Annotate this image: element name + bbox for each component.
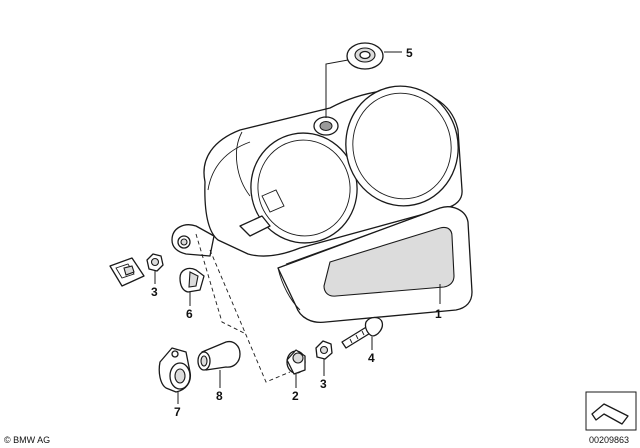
diagram-id-box <box>585 391 637 431</box>
callout-3-left: 3 <box>151 285 158 299</box>
nut-part-3-left <box>146 253 164 272</box>
copyright-text: © BMW AG <box>4 435 50 445</box>
callout-6: 6 <box>186 307 193 321</box>
callout-5: 5 <box>406 46 413 60</box>
callout-2: 2 <box>292 389 299 403</box>
callout-1: 1 <box>435 307 442 321</box>
arrow-icon <box>591 403 629 425</box>
bulb-part-2 <box>286 349 306 375</box>
callout-7: 7 <box>174 405 181 419</box>
screw-part-4 <box>341 316 384 349</box>
clip-plate <box>109 257 145 287</box>
bulb-socket-part-8 <box>197 340 241 371</box>
callout-8: 8 <box>216 389 223 403</box>
leader-lines <box>154 51 441 404</box>
callout-4: 4 <box>368 351 375 365</box>
bulb-holder-part-7 <box>158 347 192 393</box>
clip-part-6 <box>179 267 205 293</box>
callout-3-right: 3 <box>320 377 327 391</box>
grommet-part-5 <box>346 42 384 70</box>
instrument-housing <box>171 85 473 324</box>
nut-part-3-right <box>315 340 333 360</box>
diagram-id: 00209863 <box>589 435 629 445</box>
